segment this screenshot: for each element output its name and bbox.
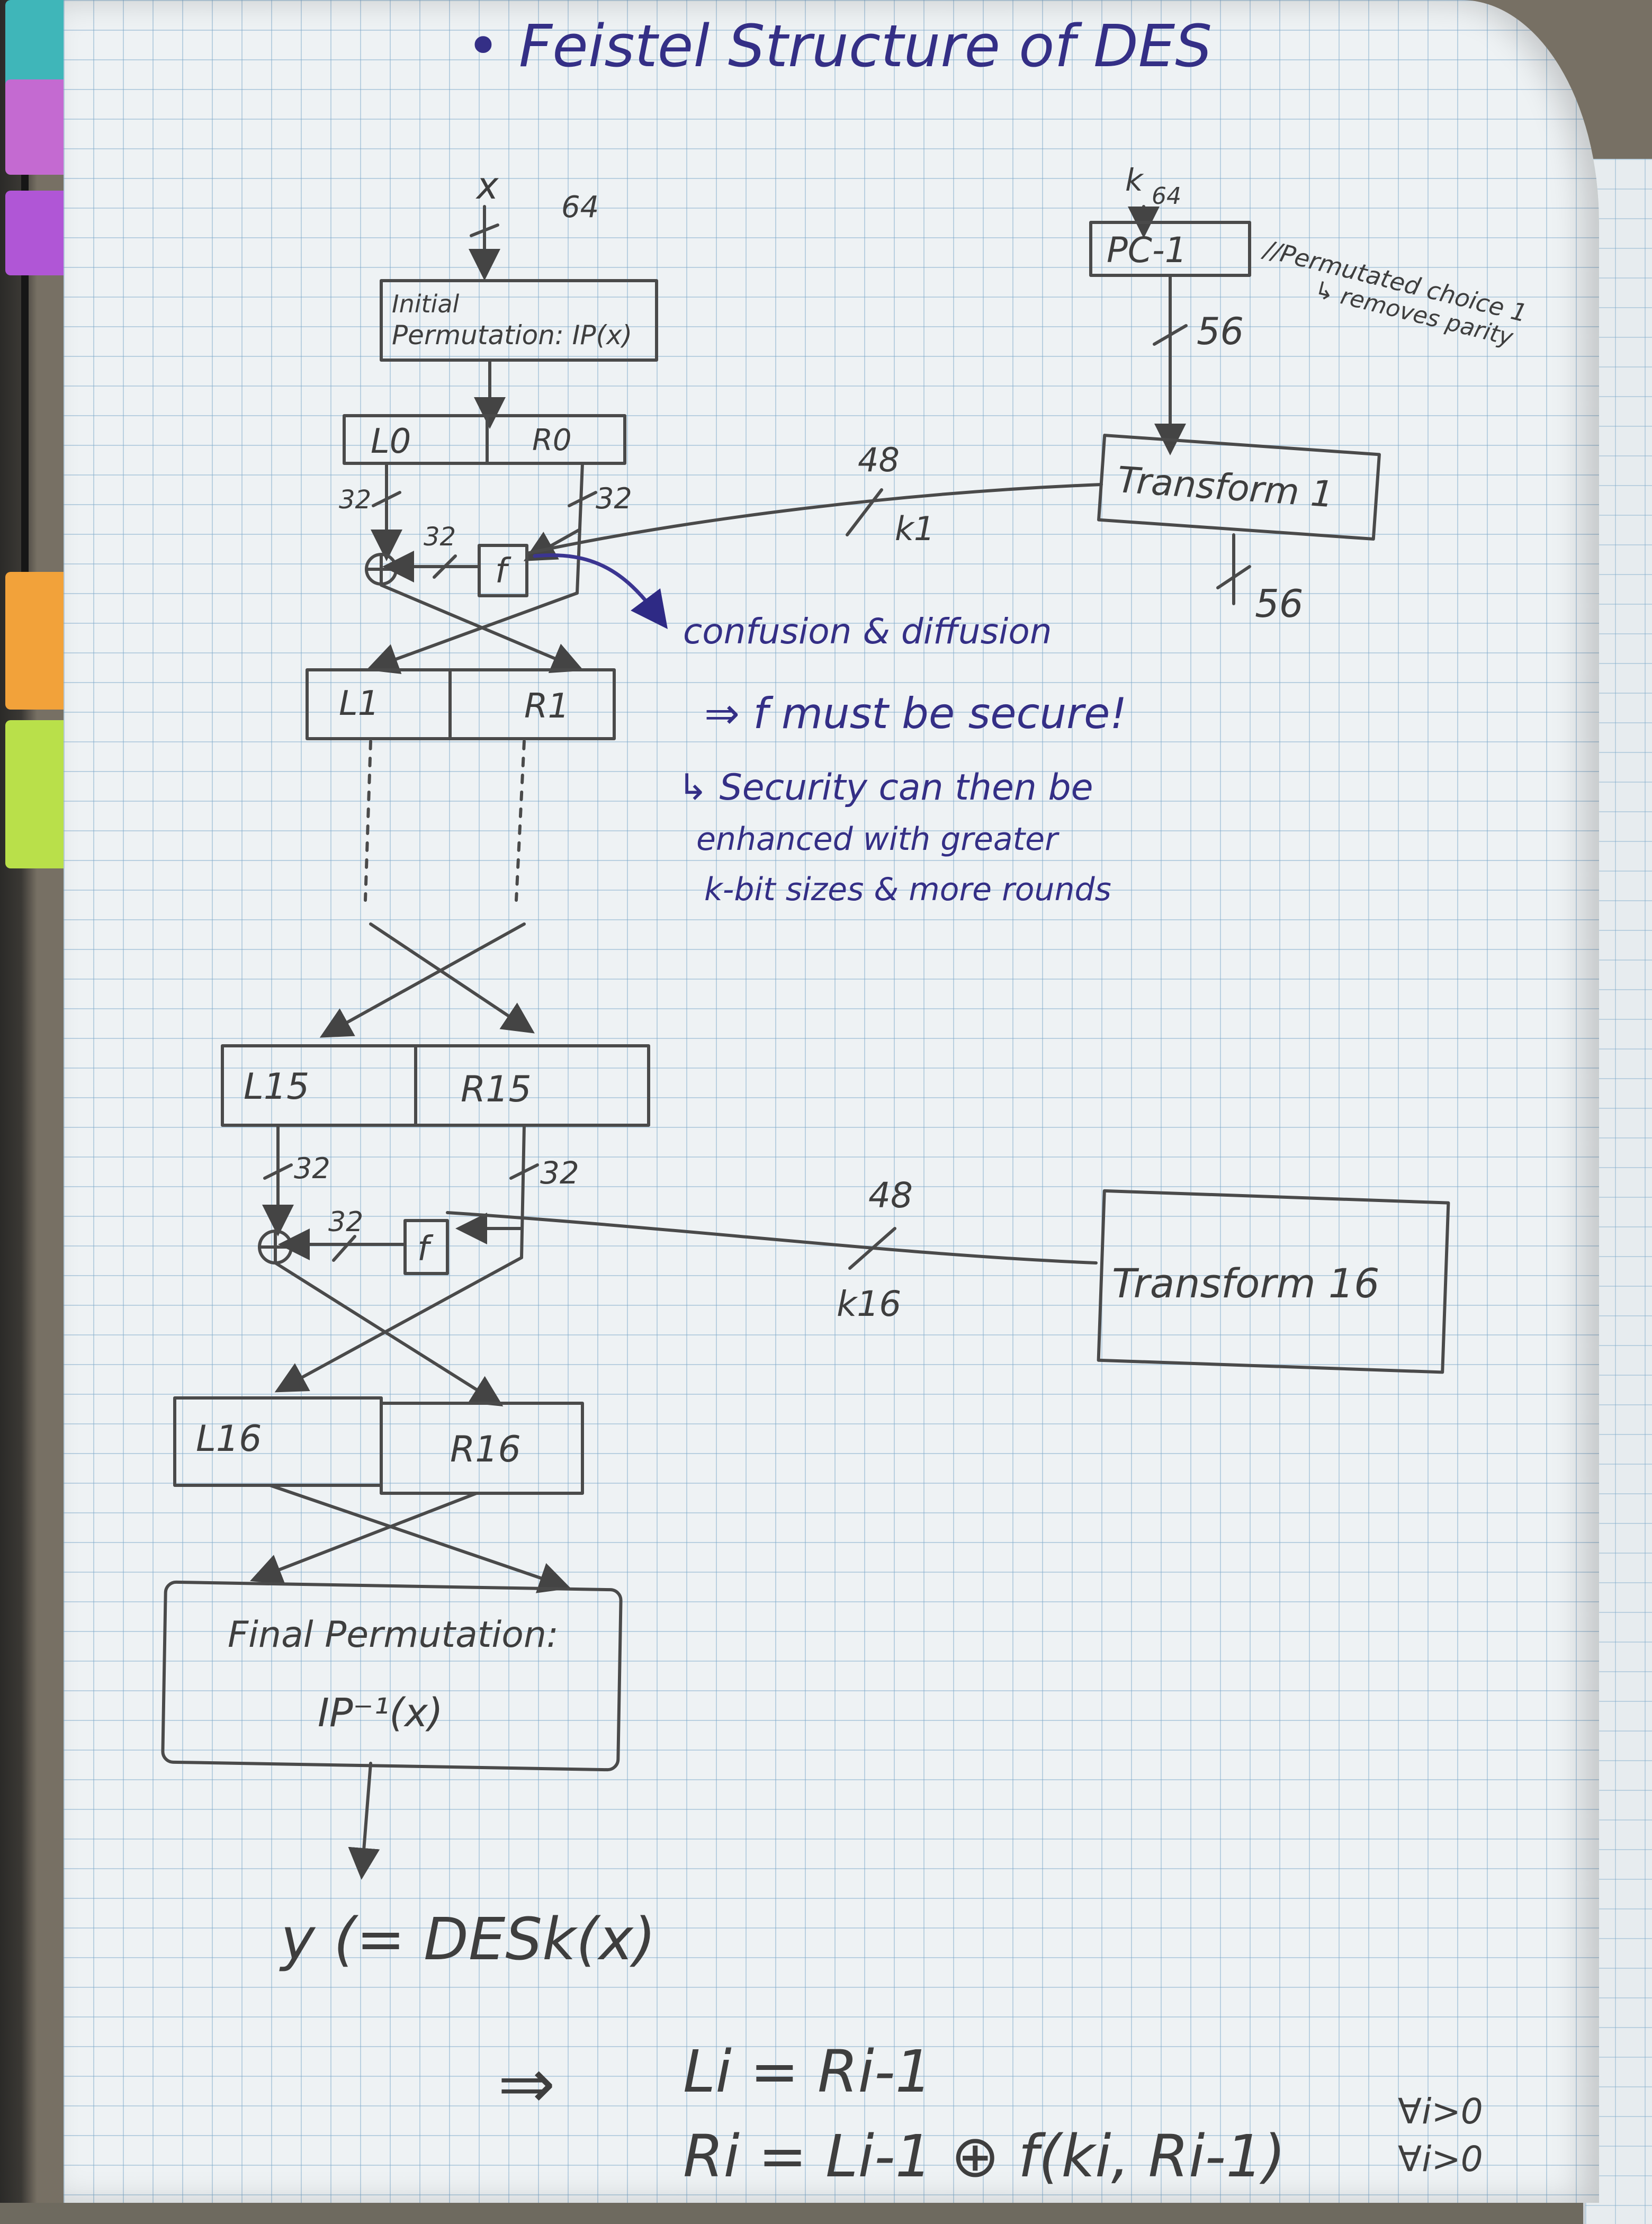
transform16-box (1097, 1189, 1450, 1374)
r0-to-l1 (366, 591, 579, 674)
f16-out-tick (332, 1235, 356, 1262)
xor16-to-r16 (274, 1261, 504, 1406)
cross-a (369, 922, 535, 1034)
r15-to-l16 (274, 1256, 523, 1393)
l16-label: L16 (196, 1418, 262, 1460)
note-line-4: enhanced with greater (696, 821, 1060, 858)
key-input-bits: 64 (1152, 183, 1181, 210)
r15-down (520, 1124, 526, 1259)
f1-box (478, 544, 528, 597)
note-line-3: ↳ Security can then be (678, 767, 1093, 809)
r16-to-fp (250, 1492, 478, 1585)
r15-tick (509, 1163, 539, 1180)
note-line-5: k-bit sizes & more rounds (704, 871, 1111, 908)
transform16-label: Transform 16 (1112, 1260, 1380, 1307)
k1-label: k1 (895, 509, 935, 548)
k1-tick (846, 488, 883, 536)
initial-permutation-box (380, 279, 658, 362)
pc1-out-tick (1153, 324, 1188, 346)
continuation-right (515, 740, 526, 902)
transform1-out-bits: 56 (1255, 581, 1304, 626)
r0-label: R0 (532, 423, 572, 458)
k16-line (446, 1211, 1098, 1265)
l16-to-fp (268, 1484, 571, 1593)
final-permutation-line2: IP⁻¹(x) (318, 1690, 443, 1736)
equation-condition-1: ∀i>0 (1398, 2091, 1483, 2132)
l0-bits: 32 (339, 485, 371, 515)
r16-label: R16 (450, 1429, 521, 1470)
pc1-out-bits: 56 (1197, 310, 1244, 353)
initial-permutation-line1: Initial (392, 290, 460, 318)
l0-label: L0 (371, 422, 411, 461)
f1-out-tick (433, 554, 457, 579)
input-bits-tick (470, 223, 499, 237)
k16-bits: 48 (868, 1175, 913, 1216)
note-line-2: ⇒ f must be secure! (704, 689, 1127, 738)
transform1-out-tick (1216, 565, 1251, 589)
l15-bits: 32 (294, 1152, 330, 1185)
initial-permutation-line2: Permutation: IP(x) (392, 320, 632, 351)
page-title: • Feistel Structure of DES (466, 12, 1212, 80)
f16-bits: 32 (328, 1206, 363, 1238)
f16-label: f (417, 1230, 434, 1269)
r0-bits: 32 (596, 482, 632, 515)
input-label: x (475, 164, 499, 208)
r1-label: R1 (524, 687, 569, 726)
r0-box (486, 414, 626, 465)
f1-bits: 32 (424, 522, 456, 552)
r0-tick (568, 491, 597, 507)
xor1-to-r1 (380, 584, 584, 673)
l15-tick (263, 1163, 293, 1180)
transform1-box (1097, 434, 1381, 541)
equation-2: Ri = Li-1 ⊕ f(ki, Ri-1) (683, 2122, 1286, 2190)
final-permutation-box (161, 1580, 623, 1772)
f16-box (403, 1219, 449, 1275)
l1-label: L1 (339, 684, 379, 723)
continuation-left (364, 740, 372, 902)
r1-box (448, 668, 616, 740)
cross-b (319, 922, 526, 1038)
l0-box (343, 414, 489, 465)
equation-condition-2: ∀i>0 (1398, 2139, 1483, 2180)
r15-label: R15 (461, 1069, 532, 1110)
key-input-label: k (1125, 162, 1144, 198)
k1-bits: 48 (858, 441, 900, 479)
fp-to-output-arrow (348, 1762, 380, 1880)
equations-arrow: ⇒ (498, 2043, 555, 2124)
pc1-label: PC-1 (1107, 230, 1187, 271)
k1-line (525, 483, 1103, 555)
equation-1: Li = Ri-1 (683, 2038, 932, 2105)
confusion-arrow (533, 553, 668, 629)
f1-label: f (495, 552, 511, 591)
l15-label: L15 (244, 1066, 309, 1108)
r15-bits: 32 (540, 1155, 579, 1191)
k16-label: k16 (837, 1284, 901, 1324)
output-label: y (= DESk(x) (279, 1905, 656, 1973)
l0-tick (372, 491, 401, 507)
k16-tick (848, 1227, 896, 1270)
transform1-label: Transform 1 (1116, 459, 1335, 516)
r15-box (414, 1044, 650, 1127)
r16-box (380, 1402, 584, 1495)
final-permutation-line1: Final Permutation: (228, 1614, 559, 1656)
note-line-1: confusion & diffusion (683, 611, 1052, 652)
notebook-page (64, 0, 1599, 2203)
input-bits: 64 (561, 190, 599, 225)
